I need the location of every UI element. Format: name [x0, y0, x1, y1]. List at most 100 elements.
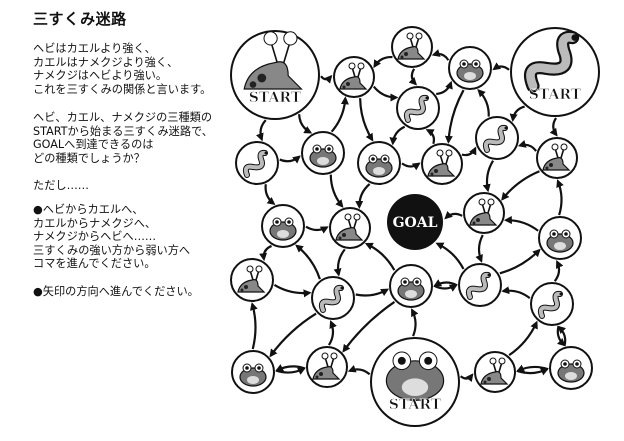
goal-node: GOAL: [387, 194, 443, 250]
maze-arrow: [364, 242, 396, 271]
start-label: START: [389, 397, 442, 413]
frog-icon: [456, 59, 484, 83]
slug-icon: [542, 143, 571, 171]
start-label: START: [249, 90, 302, 106]
slug-icon: [427, 149, 456, 177]
maze-arrow: [431, 49, 450, 61]
slug-start-node: START: [230, 30, 320, 120]
maze-arrow: [435, 242, 465, 270]
maze-arrow: [279, 155, 301, 164]
snake-icon: [465, 271, 491, 300]
snake-icon: [482, 124, 508, 153]
maze-arrow: [459, 373, 474, 383]
maze-arrow: [298, 114, 313, 134]
maze-arrow: [433, 284, 458, 292]
maze-arrow: [509, 105, 525, 122]
maze-arrow: [273, 284, 312, 298]
maze-arrow: [492, 62, 510, 71]
page-title: 三すくみ迷路: [33, 10, 127, 28]
frog-icon: [397, 277, 425, 301]
snake-node: [311, 276, 355, 320]
maze-arrow: [330, 96, 349, 133]
slug-node: [329, 207, 371, 249]
slug-icon: [243, 31, 303, 90]
maze-arrow: [408, 68, 418, 86]
maze-arrow: [475, 234, 484, 263]
maze-arrow: [347, 364, 371, 376]
slug-node: [421, 143, 463, 185]
maze-arrow: [342, 301, 396, 353]
slug-node: [230, 258, 274, 302]
maze-arrow: [517, 140, 538, 152]
maze-arrow: [482, 160, 495, 193]
maze-arrow: [436, 80, 453, 96]
snake-node: [235, 141, 279, 185]
slug-node: [391, 26, 433, 68]
slug-icon: [397, 32, 426, 60]
snake-start-node: START: [510, 27, 600, 117]
slug-icon: [480, 357, 509, 385]
maze-arrow: [264, 184, 276, 206]
maze-arrow: [516, 368, 549, 376]
rule-2: ●矢印の方向へ進んでください。: [33, 285, 199, 298]
frog-node: [357, 141, 401, 185]
maze-arrow: [444, 210, 463, 220]
frog-icon: [269, 217, 297, 241]
frog-icon: [557, 359, 585, 383]
maze-arrow: [329, 174, 344, 208]
maze-arrow: [549, 117, 558, 137]
frog-node: [261, 204, 305, 248]
snake-icon: [403, 94, 429, 123]
maze-arrow: [501, 170, 540, 201]
maze-arrow: [305, 225, 329, 234]
maze-arrow: [295, 244, 321, 280]
goal-label: GOAL: [393, 215, 438, 231]
maze-arrow: [355, 183, 371, 209]
maze-arrow: [557, 325, 567, 347]
snake-icon: [523, 30, 580, 93]
maze-arrow: [269, 312, 317, 358]
slug-node: [536, 137, 578, 179]
maze-arrow: [556, 179, 564, 216]
maze-arrow: [401, 162, 421, 171]
snake-node: [475, 116, 519, 160]
slug-icon: [335, 213, 364, 241]
frog-icon: [385, 351, 445, 402]
maze-arrow: [503, 216, 539, 232]
question-paragraph: ヘビ、カエル、ナメクジの三種類の STARTから始まる三すくみ迷路で、 GOAL…: [33, 111, 213, 165]
maze-arrow: [333, 248, 346, 277]
maze-arrow: [501, 286, 531, 300]
frog-node: [231, 350, 275, 394]
frog-icon: [365, 154, 393, 178]
slug-icon: [237, 265, 266, 293]
frog-node: [389, 264, 433, 308]
slug-node: [463, 192, 505, 234]
frog-icon: [239, 363, 267, 387]
slug-node: [474, 351, 516, 393]
maze-arrow: [444, 89, 465, 144]
frog-node: [448, 46, 492, 90]
maze-arrow: [433, 279, 458, 287]
start-label: START: [529, 87, 582, 103]
snake-icon: [537, 290, 563, 319]
slug-icon: [339, 62, 368, 90]
maze-arrow: [389, 125, 406, 146]
slug-icon: [312, 352, 341, 380]
maze-arrow: [372, 85, 399, 102]
frog-icon: [309, 144, 337, 168]
slug-node: [306, 346, 348, 388]
note-heading: ただし……: [33, 179, 89, 192]
maze-arrow: [327, 320, 337, 346]
maze-arrow: [275, 364, 306, 372]
frog-node: [549, 346, 593, 390]
maze-arrow: [461, 146, 477, 157]
frog-node: [538, 216, 582, 260]
maze-arrow: [553, 260, 564, 282]
snake-node: [458, 263, 502, 307]
maze-arrow: [411, 308, 419, 337]
maze-arrow: [250, 302, 258, 350]
maze-arrow: [359, 98, 374, 142]
maze-arrow: [508, 320, 538, 357]
snake-icon: [318, 284, 344, 313]
frog-icon: [546, 229, 574, 253]
